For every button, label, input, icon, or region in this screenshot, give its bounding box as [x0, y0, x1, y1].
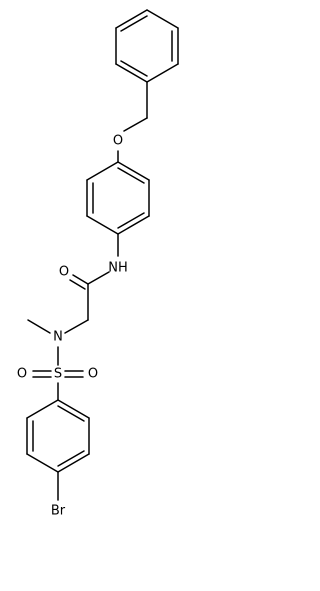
bond: [115, 63, 148, 83]
bond: [26, 453, 59, 473]
double-bond-inner: [117, 212, 145, 229]
bond: [57, 399, 90, 419]
bond: [146, 63, 179, 83]
bond-carbonyl-double-b: [69, 279, 86, 290]
atom-sulfonyl-s: S: [54, 367, 62, 382]
atom-sulfonyl-o-right: O: [88, 367, 98, 382]
bond: [115, 9, 148, 29]
bond: [57, 453, 90, 473]
atom-carbonyl-oxygen: O: [59, 265, 69, 280]
double-bond-inner: [120, 15, 148, 32]
bond: [117, 161, 150, 181]
structure-canvas: O NH O N S O O: [17, 9, 179, 519]
atom-bromine: Br: [51, 504, 66, 519]
bond: [26, 399, 59, 419]
atom-oxygen-ether: O: [113, 134, 123, 149]
atom-sulfonyl-o-left: O: [17, 367, 27, 382]
double-bond-inner: [57, 405, 85, 422]
phenylene-ring: [86, 161, 150, 235]
bond: [86, 161, 119, 181]
bond-n-methyl: [27, 319, 51, 334]
bond-ch2-n: [64, 319, 89, 334]
bond: [146, 9, 179, 29]
bond: [117, 215, 150, 235]
double-bond-inner: [120, 60, 148, 77]
atom-amide-nh: NH: [108, 261, 128, 276]
molecule-structure: O NH O N S O O: [17, 9, 179, 519]
bond-carbonyl-double-a: [72, 274, 89, 285]
double-bond-inner: [57, 450, 85, 467]
bond-ch2-oxygen: [123, 117, 148, 132]
bromophenyl-ring: [26, 399, 90, 473]
bond-nh-carbonyl: [87, 271, 110, 285]
bond: [86, 215, 119, 235]
double-bond-inner: [117, 167, 145, 184]
benzyl-phenyl-ring: [115, 9, 179, 83]
atom-sulfonamide-n: N: [53, 330, 63, 345]
